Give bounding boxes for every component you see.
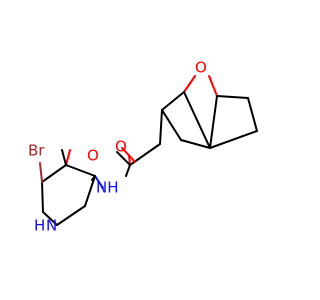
- ring-nitrogen-label: N: [46, 217, 57, 235]
- bond-c1-c2: [161, 91, 185, 111]
- carbonyl-oxygen-label: O: [115, 138, 127, 156]
- bond-c4-c5: [41, 164, 67, 183]
- bond-n-c2: [56, 205, 86, 226]
- amide-nitrogen-label: NH: [96, 179, 119, 197]
- bond-o-c1: [183, 75, 196, 93]
- ring-oxygen-label: O: [87, 147, 99, 165]
- bond-c-o-dbl: [121, 147, 136, 163]
- bromine-label: Br: [28, 142, 45, 160]
- bridge-oxygen-label: O: [195, 59, 207, 77]
- bond-c-o-b: [116, 151, 131, 166]
- bond-c4-c5: [216, 95, 249, 99]
- bond-c4-o: [65, 149, 71, 166]
- molecule-structure: O O O NH N H Br: [28, 59, 258, 235]
- bond-c2-c3: [161, 109, 182, 141]
- acetamide-linker: [116, 109, 163, 177]
- bond-c-n: [125, 164, 131, 177]
- bond-c6-n: [42, 211, 58, 226]
- ring-nitrogen-h-label: H: [34, 217, 45, 235]
- bond-c3-c4: [180, 139, 211, 149]
- bond-c5-c6: [247, 97, 258, 132]
- bond-c3-c2: [84, 175, 96, 207]
- molecule-canvas: O O O NH N H Br: [28, 58, 258, 235]
- bond-c4-o-b: [61, 149, 67, 166]
- bond-c4-c7: [209, 95, 218, 149]
- pyridinone-ring: [39, 149, 104, 226]
- bond-o-c4: [208, 75, 218, 97]
- bond-c5-br: [39, 162, 43, 183]
- oxabicycloheptane-ring: [161, 75, 258, 149]
- bond-c3-c4: [65, 164, 96, 177]
- bond-c6-c7: [209, 130, 258, 149]
- bond-n-c3: [94, 175, 104, 189]
- bond-ring-ch2: [159, 109, 163, 145]
- bond-c5-c6: [41, 181, 44, 213]
- bond-c1-c6: [183, 91, 211, 149]
